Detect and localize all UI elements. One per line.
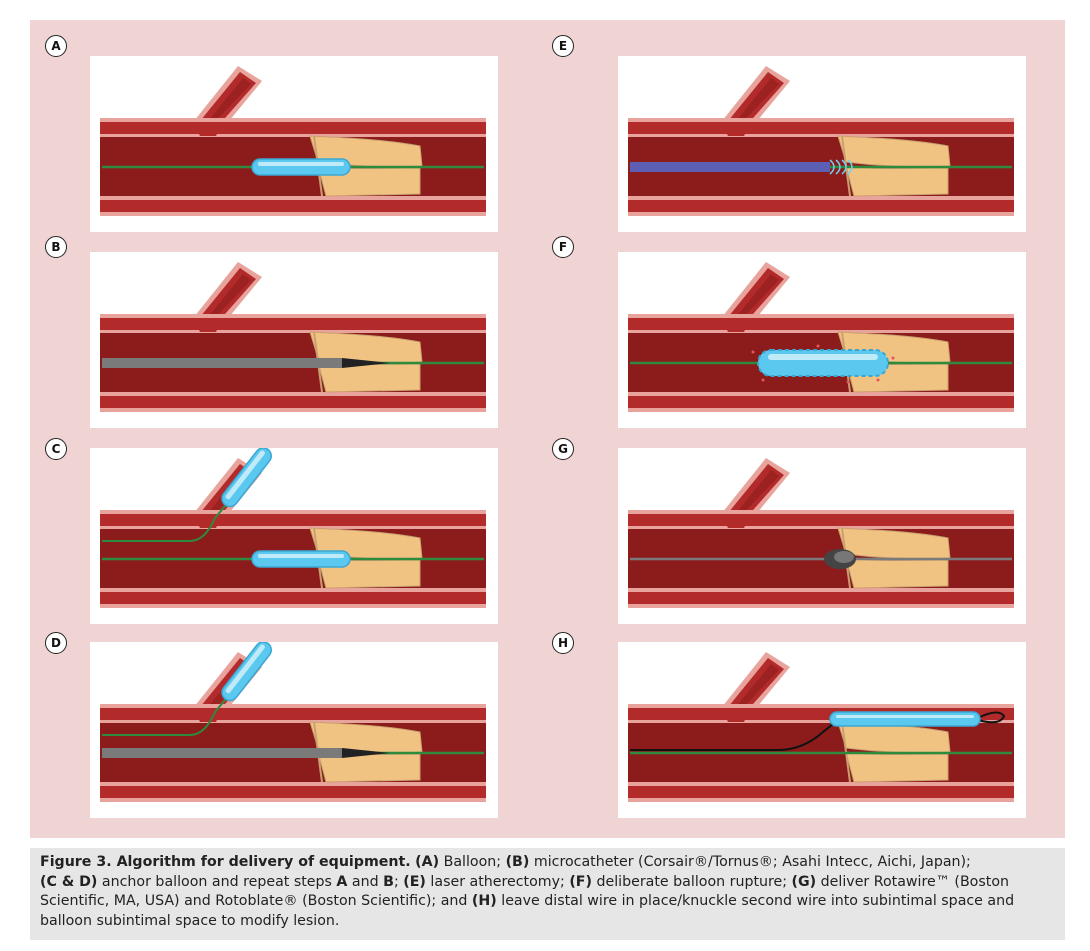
ruptured-balloon (757, 349, 889, 377)
vessel (628, 66, 1014, 216)
panel-a-illustration (90, 56, 498, 232)
caption-text-f: deliberate balloon rupture; (591, 873, 792, 890)
caption-text-e: laser atherectomy; (425, 873, 570, 890)
caption-text-a: Balloon; (439, 854, 506, 870)
vessel (628, 458, 1014, 608)
caption-label-h: (H) (471, 893, 497, 909)
caption-ref-a: A (336, 873, 348, 890)
panel-label-d: D (45, 632, 67, 654)
panel-label-f: F (552, 236, 574, 258)
caption-label-a: (A) (415, 854, 440, 870)
vessel (628, 652, 1014, 802)
panel-g-illustration (618, 448, 1026, 624)
panel-e-illustration (618, 56, 1026, 232)
caption-ref-b: B (383, 873, 394, 890)
caption-label-cd: (C & D) (40, 873, 98, 890)
caption-text-h: leave distal wire in place/knuckle secon… (40, 893, 1015, 929)
caption-sep: ; (393, 873, 404, 890)
figure-panel-area: A B C D E F G H (30, 20, 1065, 838)
panel-c-illustration (90, 448, 498, 624)
branch-wire (102, 469, 256, 542)
caption-label-e: (E) (403, 873, 426, 890)
panel-label-h: H (552, 632, 574, 654)
figure-caption: Figure 3. Algorithm for delivery of equi… (30, 848, 1065, 940)
panel-h-illustration (618, 642, 1026, 818)
caption-title: Figure 3. Algorithm for delivery of equi… (40, 854, 411, 870)
vessel (100, 458, 486, 608)
caption-text-g: deliver Rotawire™ (Boston Scientific, MA… (40, 873, 1009, 910)
caption-and: and (347, 873, 384, 890)
branch-balloon (221, 642, 272, 702)
subintimal-balloon (829, 711, 981, 727)
vessel (628, 262, 1014, 412)
panel-d-illustration (90, 642, 498, 818)
caption-text-cd: anchor balloon and repeat steps (97, 873, 337, 890)
panel-label-e: E (552, 35, 574, 57)
panel-label-b: B (45, 236, 67, 258)
caption-label-g: (G) (791, 873, 817, 890)
panel-f-illustration (618, 252, 1026, 428)
caption-label-f: (F) (569, 873, 592, 890)
branch-balloon (221, 448, 272, 508)
panel-label-g: G (552, 438, 574, 460)
laser-catheter (630, 162, 830, 172)
microcatheter (102, 358, 342, 368)
panel-label-c: C (45, 438, 67, 460)
vessel (100, 652, 486, 802)
caption-label-b: (B) (505, 854, 530, 870)
panel-label-a: A (45, 35, 67, 57)
vessel (100, 262, 486, 412)
knuckle-wire (630, 711, 1006, 751)
branch-wire (102, 663, 256, 736)
microcatheter (102, 748, 342, 758)
balloon (251, 550, 351, 568)
caption-text-b: microcatheter (Corsair®/Tornus®; Asahi I… (529, 854, 971, 870)
vessel (100, 66, 486, 216)
panel-b-illustration (90, 252, 498, 428)
balloon (251, 158, 351, 176)
